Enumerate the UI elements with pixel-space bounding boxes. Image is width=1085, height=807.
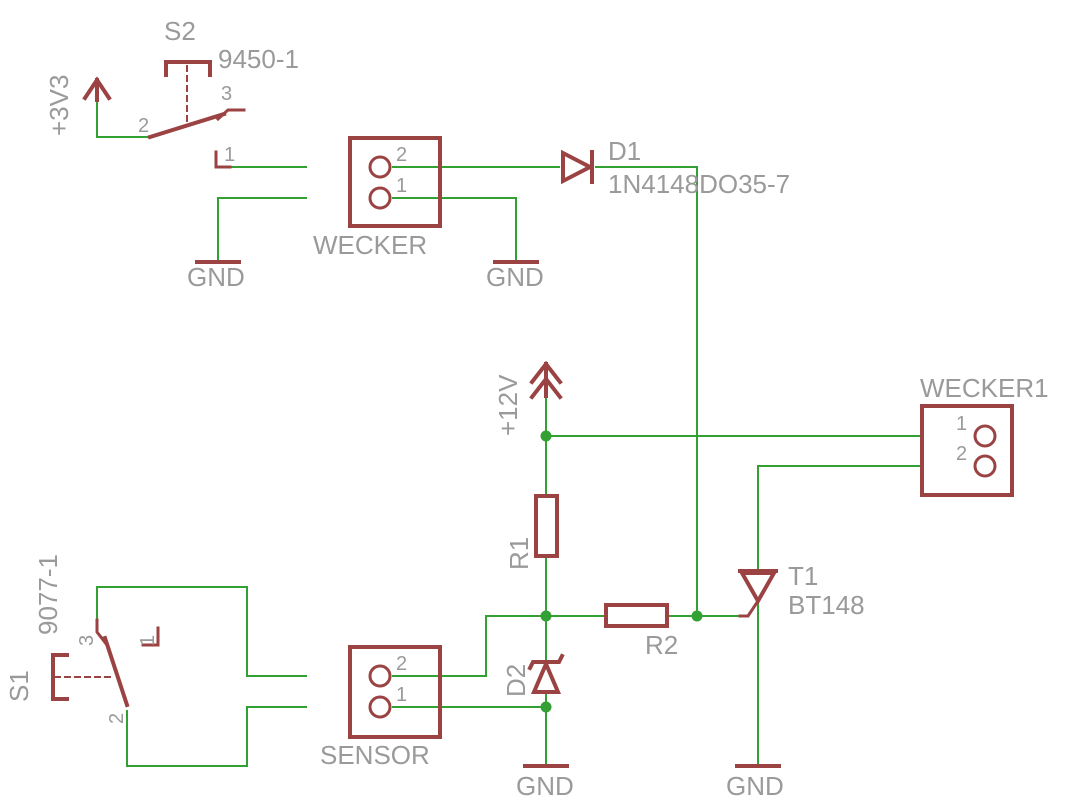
part-name: R2 <box>645 630 678 660</box>
part-value: 9077-1 <box>33 554 63 635</box>
supply-label-12v: +12V <box>493 374 523 436</box>
wire-d1-node <box>595 166 698 616</box>
part-name: D1 <box>608 136 641 166</box>
junction-dot <box>691 610 703 622</box>
pin-circle <box>368 155 392 179</box>
junction-dot <box>540 430 552 442</box>
ground-label: GND <box>486 262 544 292</box>
junction-dot <box>540 701 552 713</box>
resistor-body <box>534 494 559 558</box>
switch-lever <box>147 111 227 140</box>
diode-triangle <box>530 658 562 694</box>
pin-number: 2 <box>956 443 967 465</box>
pin-number: 1 <box>396 175 407 197</box>
part-name: R1 <box>504 537 534 570</box>
resistor-r2: R2 <box>604 603 678 660</box>
pin-circle <box>973 454 997 478</box>
pin-circle <box>368 664 392 688</box>
connector-body <box>348 645 442 739</box>
pin-circle <box>368 695 392 719</box>
ground-label: GND <box>516 771 574 801</box>
ground-symbols: GND GND GND GND <box>187 260 784 801</box>
switch-actuator <box>164 60 212 77</box>
pin-number: 2 <box>106 713 128 724</box>
wire-wecker-gnd <box>392 197 517 262</box>
connector-sensor: 2 1 SENSOR <box>320 645 442 770</box>
switch-actuator <box>51 653 69 701</box>
connector-body <box>348 136 442 228</box>
wire-s1-sensor-top <box>96 586 307 677</box>
pin-number: 2 <box>138 115 149 137</box>
zener-d2: D2 <box>501 653 565 697</box>
part-value: 9450-1 <box>218 44 299 74</box>
junction-dot <box>540 610 552 622</box>
supply-label-3v3: +3V3 <box>44 75 74 136</box>
part-name: T1 <box>788 561 818 591</box>
ground-label: GND <box>187 262 245 292</box>
pin-number: 1 <box>224 144 235 166</box>
switch-s1: 9077-1 S1 3 1 2 <box>4 554 160 724</box>
supply-3v3: +3V3 <box>44 75 112 136</box>
connector-wecker: 2 1 WECKER <box>313 136 442 260</box>
thyristor-t1: T1 BT148 <box>738 561 865 620</box>
wire-s1-sensor-bottom <box>126 706 307 767</box>
pin-number: 2 <box>396 144 407 166</box>
switch-lever <box>102 635 130 708</box>
resistor-r1: R1 <box>504 494 559 570</box>
resistor-body <box>604 603 669 628</box>
part-name: D2 <box>501 664 531 697</box>
wire-gnd-wecker-left <box>217 197 307 262</box>
wire-wecker1-t1 <box>757 465 922 570</box>
part-name: WECKER1 <box>920 373 1049 403</box>
ground-label: GND <box>726 771 784 801</box>
connector-wecker1: 1 2 WECKER1 <box>920 373 1049 497</box>
part-name: S1 <box>4 670 34 702</box>
switch-s2: S2 9450-1 2 3 1 <box>138 16 299 169</box>
part-value: 1N4148DO35-7 <box>608 169 790 199</box>
pin-number: 1 <box>956 413 967 435</box>
junctions <box>540 430 703 713</box>
supply-12v: +12V <box>493 360 563 436</box>
pin-number: 1 <box>137 635 159 646</box>
pin-number: 3 <box>221 83 232 105</box>
part-name: S2 <box>164 16 196 46</box>
diode-triangle <box>738 571 778 606</box>
pin-number: 2 <box>396 653 407 675</box>
pin-number: 3 <box>76 635 98 646</box>
pin-circle <box>973 424 997 448</box>
pin-number: 1 <box>396 684 407 706</box>
part-name: SENSOR <box>320 740 430 770</box>
pin-circle <box>368 186 392 210</box>
wire-3v3-s2 <box>96 100 150 138</box>
diode-triangle <box>561 149 595 185</box>
diode-d1: D1 1N4148DO35-7 <box>561 136 790 199</box>
part-value: BT148 <box>788 590 865 620</box>
part-name: WECKER <box>313 230 427 260</box>
connector-body <box>920 404 1014 497</box>
